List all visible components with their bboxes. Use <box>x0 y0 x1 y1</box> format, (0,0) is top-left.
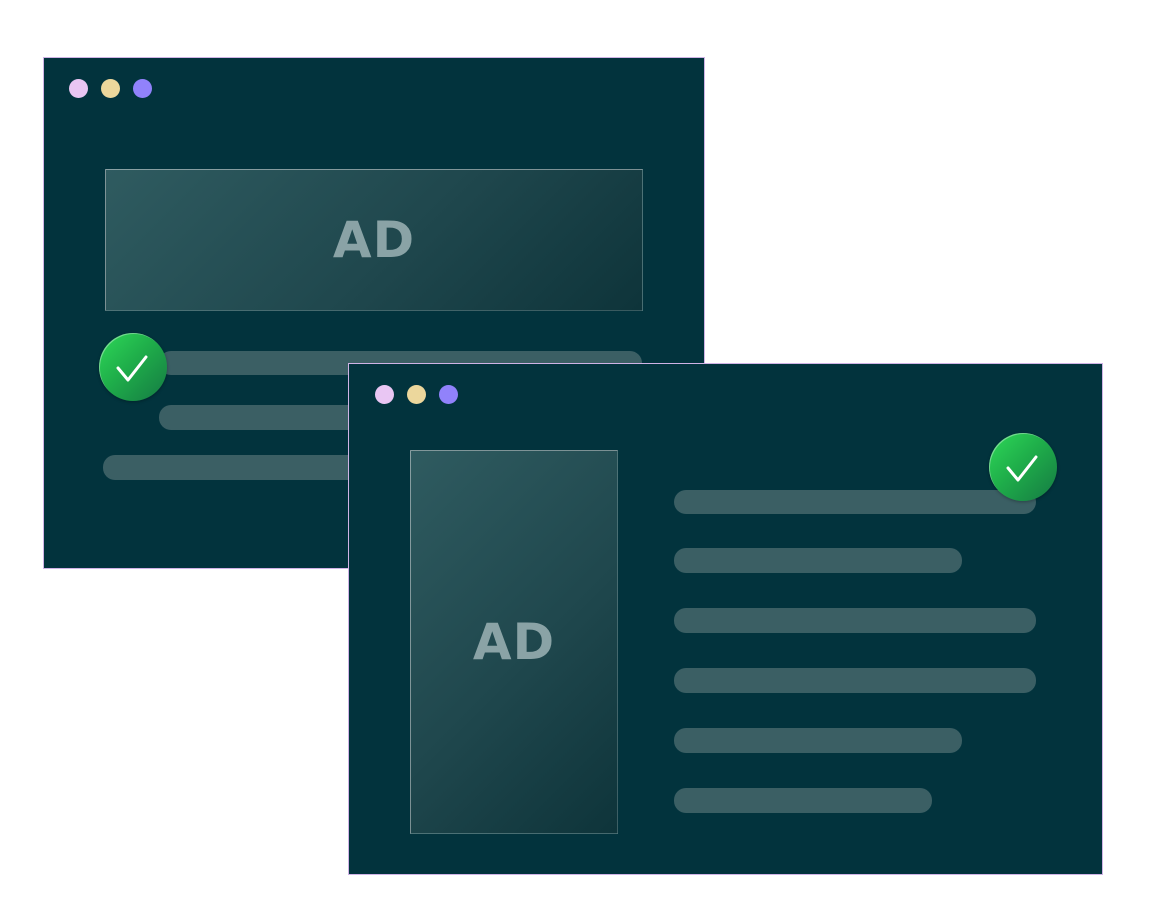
ad-label: AD <box>332 211 416 269</box>
window-dot-yellow <box>407 385 426 404</box>
text-line-placeholder <box>674 728 962 753</box>
window-dot-pink <box>69 79 88 98</box>
window-dot-yellow <box>101 79 120 98</box>
ad-label: AD <box>472 613 556 671</box>
text-line-placeholder <box>674 548 962 573</box>
check-icon <box>99 333 167 401</box>
text-line-placeholder <box>674 668 1036 693</box>
browser-window-front: AD <box>348 363 1103 875</box>
text-line-placeholder <box>674 490 1036 514</box>
text-line-placeholder <box>674 788 932 813</box>
check-icon <box>989 433 1057 501</box>
window-dot-purple <box>133 79 152 98</box>
ad-banner: AD <box>105 169 643 311</box>
ad-skyscraper: AD <box>410 450 618 834</box>
window-dot-pink <box>375 385 394 404</box>
window-dot-purple <box>439 385 458 404</box>
text-line-placeholder <box>674 608 1036 633</box>
